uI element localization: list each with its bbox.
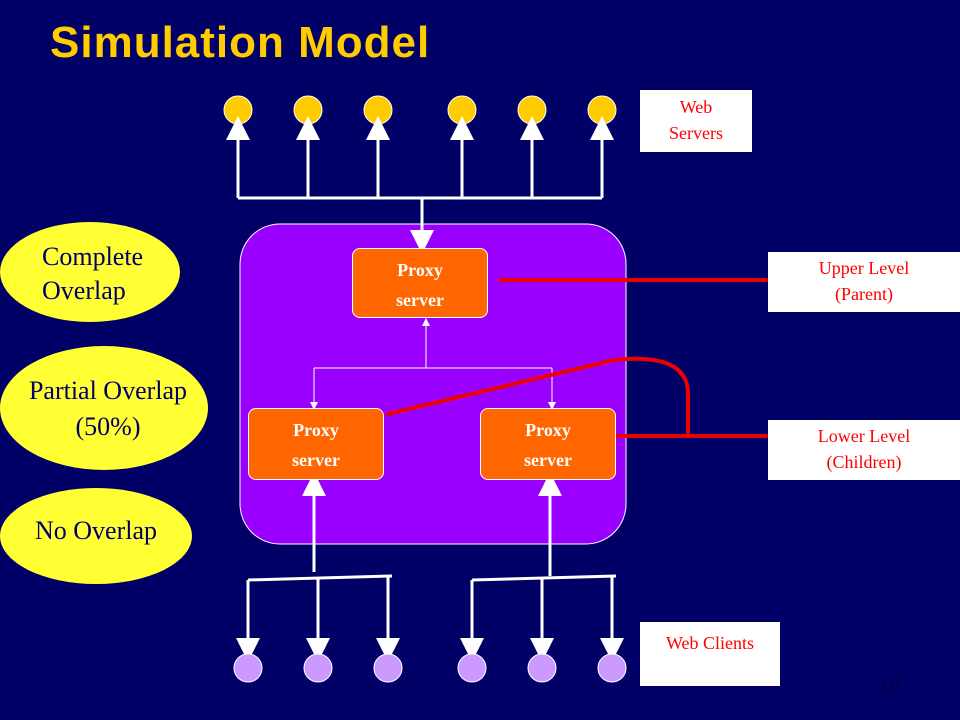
lower-level-bracket bbox=[386, 356, 690, 438]
web-server-nodes bbox=[223, 95, 617, 125]
upper-level-label: Upper Level (Parent) bbox=[768, 252, 960, 312]
partial-overlap-option[interactable]: Partial Overlap (50%) bbox=[0, 346, 208, 470]
web-servers-label-line1: Web bbox=[679, 97, 713, 117]
web-client-node bbox=[233, 653, 263, 683]
web-client-node bbox=[303, 653, 333, 683]
proxy-server-child-right: Proxy server bbox=[480, 408, 616, 480]
upper-level-label-line2: (Parent) bbox=[835, 284, 893, 304]
no-overlap-option[interactable]: No Overlap bbox=[0, 488, 192, 584]
proxy-label-line2: server bbox=[396, 290, 444, 310]
proxy-label-line2: server bbox=[524, 450, 572, 470]
web-client-nodes bbox=[233, 653, 627, 683]
web-servers-label-line2: Servers bbox=[669, 123, 723, 143]
partial-overlap-line2: (50%) bbox=[75, 412, 141, 441]
proxy-label-line1: Proxy bbox=[293, 420, 339, 440]
web-server-node bbox=[517, 95, 547, 125]
web-server-node bbox=[223, 95, 253, 125]
web-server-node bbox=[587, 95, 617, 125]
internal-links bbox=[310, 318, 556, 410]
proxy-label-line1: Proxy bbox=[397, 260, 443, 280]
lower-level-label: Lower Level (Children) bbox=[768, 420, 960, 480]
level-connectors bbox=[386, 278, 768, 438]
no-overlap-label: No Overlap bbox=[34, 516, 157, 545]
web-client-node bbox=[373, 653, 403, 683]
web-client-node bbox=[457, 653, 487, 683]
web-clients-label: Web Clients bbox=[640, 622, 780, 686]
web-clients-label-text: Web Clients bbox=[665, 633, 755, 653]
proxy-server-child-left: Proxy server bbox=[248, 408, 384, 480]
web-client-node bbox=[527, 653, 557, 683]
client-tree bbox=[236, 472, 624, 662]
complete-overlap-line1: Complete bbox=[42, 242, 144, 271]
page-number: 10 bbox=[879, 676, 900, 696]
web-servers-label: Web Servers bbox=[640, 90, 752, 152]
web-server-node bbox=[293, 95, 323, 125]
server-tree bbox=[226, 116, 614, 254]
lower-level-label-line2: (Children) bbox=[826, 452, 902, 472]
web-server-node bbox=[447, 95, 477, 125]
partial-overlap-line1: Partial Overlap bbox=[28, 376, 188, 405]
web-server-node bbox=[363, 95, 393, 125]
complete-overlap-option[interactable]: Complete Overlap bbox=[0, 222, 180, 322]
complete-overlap-line2: Overlap bbox=[42, 276, 126, 305]
proxy-label-line1: Proxy bbox=[525, 420, 571, 440]
proxy-label-line2: server bbox=[292, 450, 340, 470]
slide-title: Simulation Model bbox=[50, 18, 431, 67]
lower-level-label-line1: Lower Level bbox=[817, 426, 911, 446]
web-client-node bbox=[597, 653, 627, 683]
upper-level-label-line1: Upper Level bbox=[818, 258, 910, 278]
proxy-server-parent: Proxy server bbox=[352, 248, 488, 318]
